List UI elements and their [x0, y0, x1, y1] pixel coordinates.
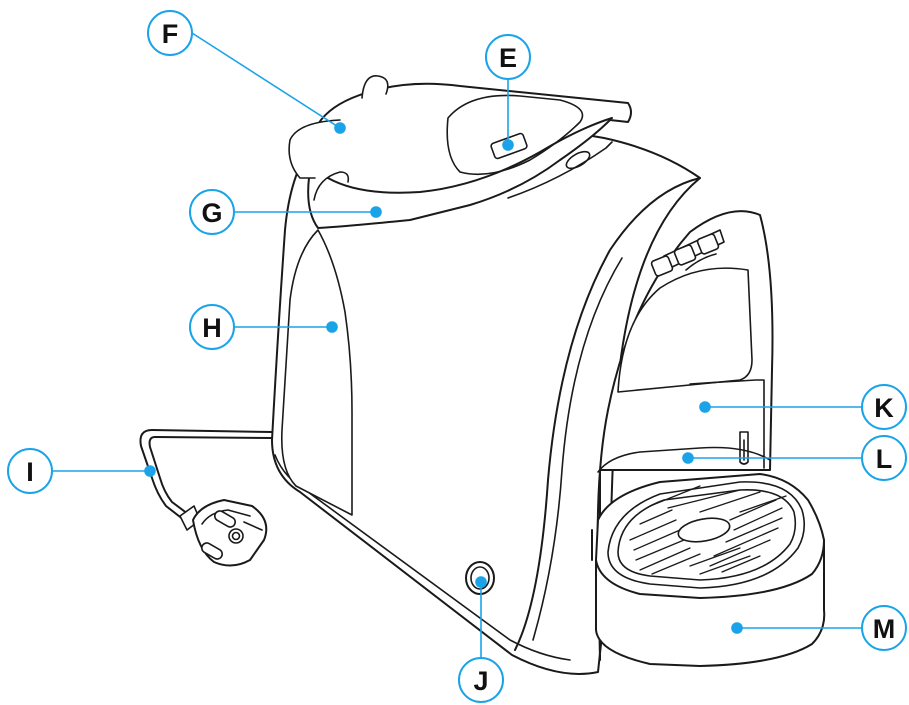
callout-label-g: G	[201, 198, 222, 228]
callout-k: K	[861, 384, 907, 430]
callout-i: I	[7, 448, 53, 494]
power-cord	[140, 430, 272, 530]
callout-label-k: K	[874, 393, 894, 423]
power-plug	[193, 500, 266, 566]
callout-label-i: I	[26, 457, 34, 487]
callout-l: L	[861, 435, 907, 481]
leader-dot-l	[682, 452, 694, 464]
callout-h: H	[189, 304, 235, 350]
callout-label-e: E	[499, 43, 517, 73]
leader-dot-g	[370, 206, 382, 218]
callout-label-h: H	[202, 313, 222, 343]
leader-dot-h	[326, 321, 338, 333]
callout-e: E	[485, 34, 531, 80]
leader-dot-k	[699, 401, 711, 413]
leader-dot-i	[144, 465, 156, 477]
callout-m: M	[861, 605, 907, 651]
leader-dot-j	[475, 576, 487, 588]
control-buttons	[651, 230, 724, 277]
callout-j: J	[458, 657, 504, 703]
coffee-machine-illustration	[140, 76, 824, 674]
callout-label-f: F	[162, 19, 179, 49]
callout-f: F	[147, 10, 193, 56]
water-tank-panel	[282, 230, 352, 515]
callout-label-j: J	[473, 666, 488, 696]
dispenser-recess	[618, 268, 752, 392]
leader-lines	[52, 32, 862, 658]
leader-f	[191, 32, 341, 129]
callout-label-m: M	[873, 614, 896, 644]
leader-dot-e	[502, 139, 514, 151]
leader-dot-f	[334, 122, 346, 134]
drip-tray	[592, 474, 824, 666]
callout-label-l: L	[876, 444, 893, 474]
callout-badges: F E G H I K L M	[7, 10, 907, 703]
leader-dot-m	[731, 622, 743, 634]
callout-g: G	[189, 189, 235, 235]
